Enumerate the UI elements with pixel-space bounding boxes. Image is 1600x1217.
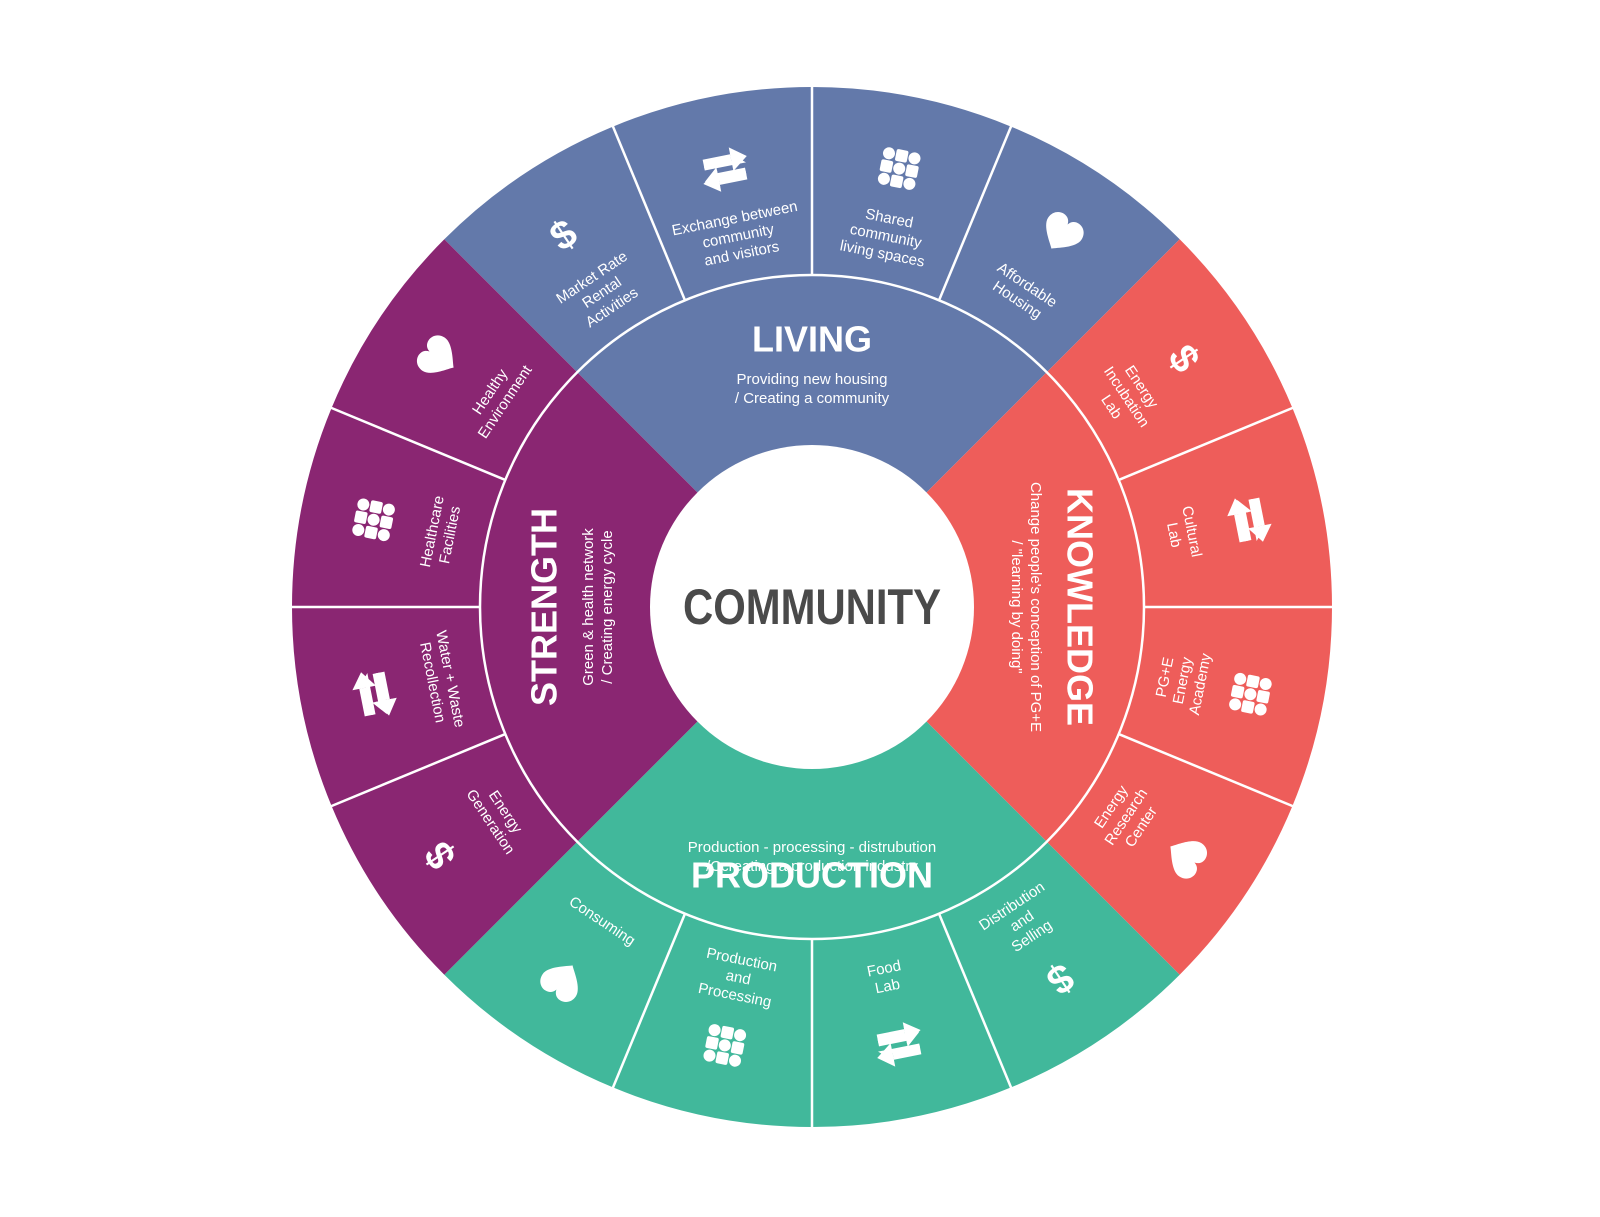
item-segment-living-1	[613, 87, 812, 301]
exchange-arrows-icon	[876, 1022, 922, 1067]
heart-icon	[540, 965, 578, 1003]
exchange-arrows-icon	[352, 671, 397, 717]
heart-icon	[1046, 211, 1084, 249]
item-segment-strength-0	[331, 734, 578, 975]
sector-subtitle-living: / Creating a community	[735, 390, 890, 407]
inner-text-layer: LIVING Providing new housing / Creating a …	[524, 319, 1101, 896]
item-segment-knowledge-1	[1118, 408, 1332, 607]
sector-title-knowledge: KNOWLEDGE	[1060, 488, 1101, 726]
center-circle	[650, 445, 974, 769]
sector-subtitle-knowledge-group: Change people's conception of PG+E/ "lea…	[1008, 482, 1044, 732]
sector-subtitle-production: Production - processing - distrubution	[688, 839, 936, 856]
center-title: COMMUNITY	[683, 579, 941, 635]
heart-icon	[1170, 841, 1208, 879]
sector-subtitle-strength: Green & health network	[580, 528, 597, 686]
item-segment-living-2	[812, 87, 1011, 301]
item-segment-strength-1	[292, 607, 506, 806]
segment-divider	[330, 406, 506, 482]
item-segment-production-3	[444, 841, 685, 1088]
people-group-icon	[703, 1024, 747, 1067]
item-label-production-1: Food	[866, 957, 903, 980]
people-group-icon	[352, 498, 395, 542]
item-segment-production-0	[939, 841, 1180, 1088]
sector-subtitle-living: Providing new housing	[737, 371, 888, 388]
dividers-layer	[291, 86, 1333, 1128]
inner-ring-border	[478, 273, 1146, 941]
item-segment-knowledge-2	[1118, 607, 1332, 806]
item-segment-knowledge-0	[1046, 239, 1293, 480]
exchange-arrows-icon	[702, 147, 748, 192]
item-label-production-2: and	[724, 967, 752, 989]
segment-divider	[611, 913, 687, 1089]
segment-divider	[1118, 406, 1294, 482]
sector-subtitle-production-group: Production - processing - distrubution/C…	[688, 839, 936, 875]
sector-living	[577, 275, 1047, 494]
sector-production	[577, 720, 1047, 940]
item-segment-living-0	[444, 126, 685, 373]
sector-subtitle-production: /Ccreating a production industry	[706, 858, 918, 875]
sector-subtitle-knowledge: Change people's conception of PG+E	[1027, 482, 1044, 732]
sector-title-production: PRODUCTION	[691, 855, 933, 896]
heart-icon	[416, 335, 454, 373]
item-segment-knowledge-3	[1046, 734, 1293, 975]
sector-subtitle-strength-group: Green & health network/ Creating energy …	[580, 528, 616, 686]
segment-divider	[330, 732, 506, 808]
people-group-icon	[877, 147, 921, 190]
segment-divider	[937, 913, 1013, 1089]
sector-subtitle-living-group: Providing new housing / Creating a commun…	[735, 371, 890, 407]
exchange-arrows-icon	[1227, 497, 1272, 543]
sectors-layer	[480, 275, 1144, 940]
item-segment-production-1	[812, 913, 1011, 1127]
sector-subtitle-knowledge: / "learning by doing"	[1008, 540, 1025, 673]
segment-divider	[611, 125, 687, 301]
sector-strength	[480, 372, 699, 842]
sector-title-living: LIVING	[752, 319, 872, 360]
item-label-knowledge-1: Lab	[1163, 521, 1185, 549]
item-segment-strength-3	[331, 239, 578, 480]
sector-title-strength: STRENGTH	[524, 508, 565, 706]
item-label-production-1: Lab	[874, 976, 902, 998]
people-group-icon	[1229, 672, 1272, 716]
sector-subtitle-strength: / Creating energy cycle	[599, 530, 616, 683]
item-segment-living-3	[939, 126, 1180, 373]
item-segment-strength-2	[292, 408, 506, 607]
segment-divider	[1118, 732, 1294, 808]
segment-divider	[937, 125, 1013, 301]
item-segment-production-2	[613, 913, 812, 1127]
sector-knowledge	[925, 372, 1144, 842]
